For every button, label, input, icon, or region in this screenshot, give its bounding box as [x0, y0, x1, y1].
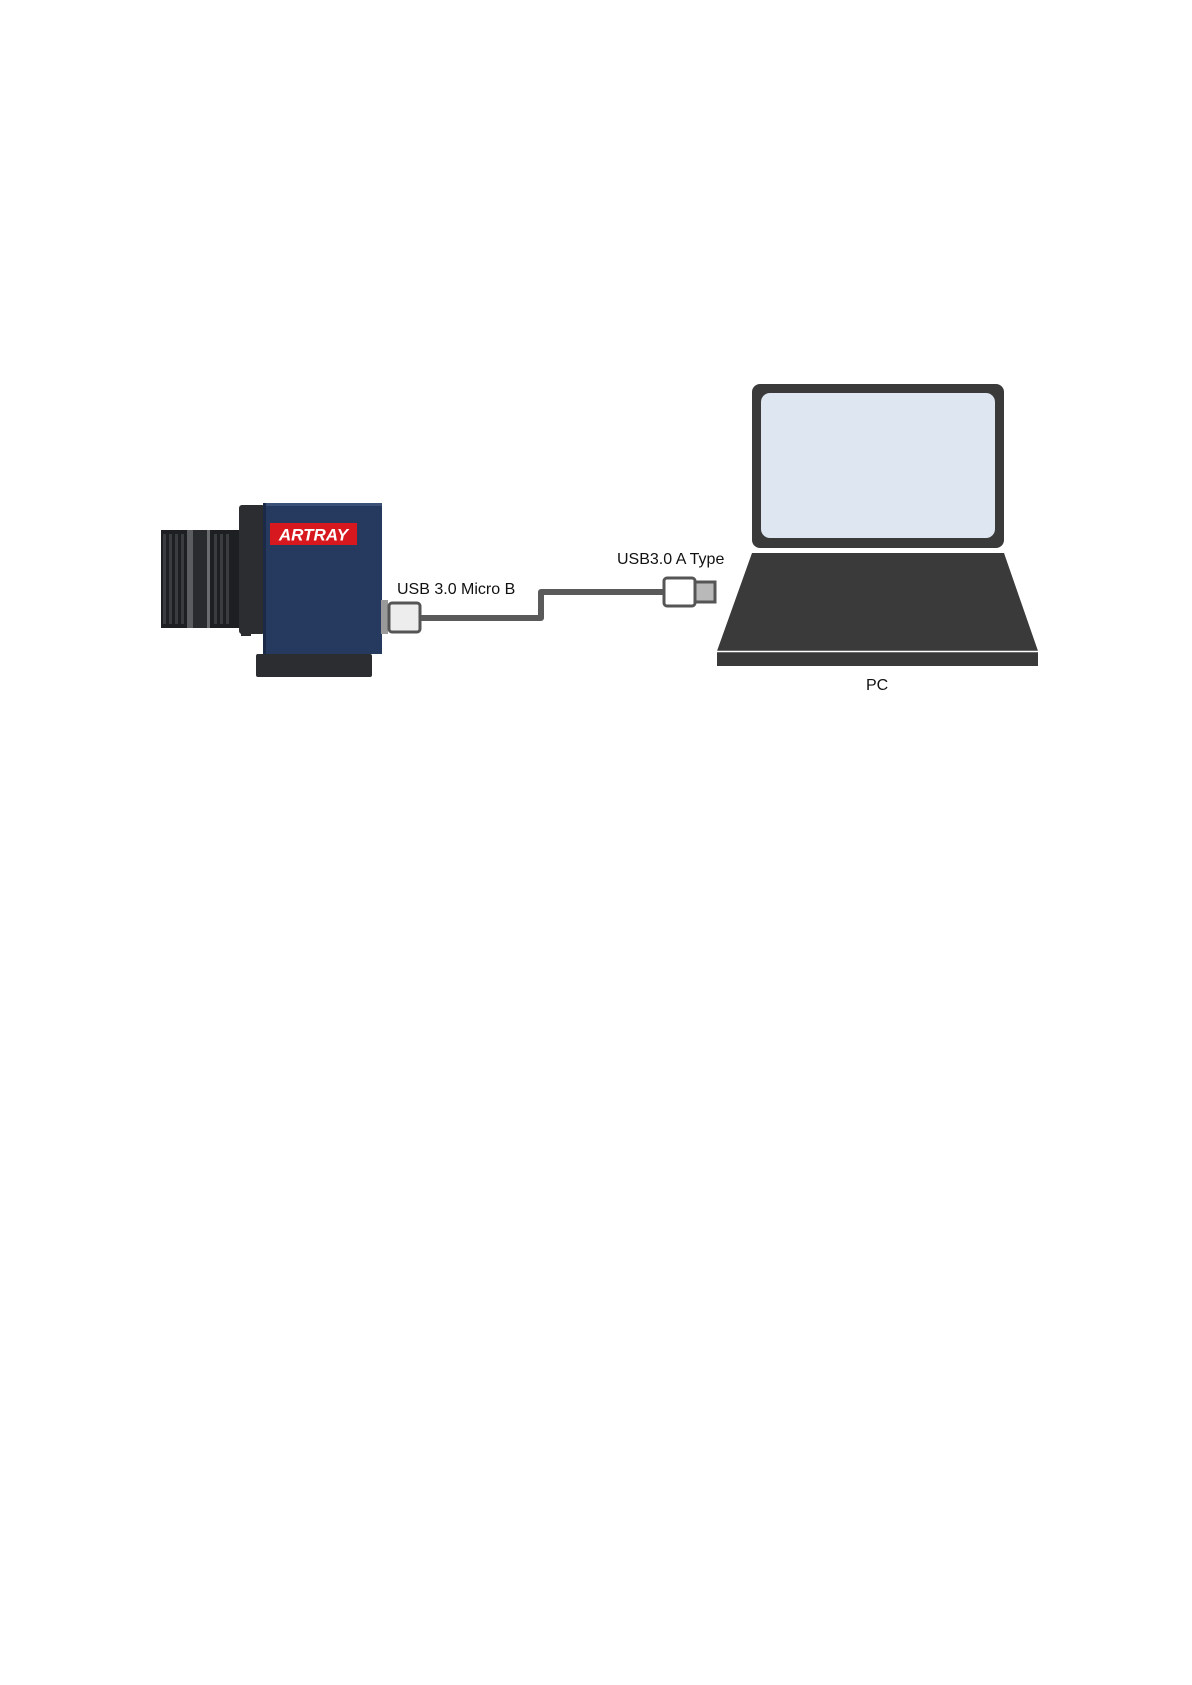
laptop [717, 384, 1038, 666]
camera-usb-port [381, 600, 388, 634]
laptop-base-edge [717, 652, 1038, 666]
laptop-keyboard-deck [717, 553, 1038, 651]
laptop-screen [761, 393, 995, 538]
a-type-label: USB3.0 A Type [617, 551, 724, 568]
camera-mount [239, 505, 265, 634]
camera-lens [161, 522, 251, 636]
camera-base [256, 654, 372, 677]
a-type-connector [664, 578, 695, 606]
camera-brand-text: ARTRAY [278, 526, 350, 545]
micro-b-connector [389, 603, 420, 632]
a-type-plug-tip [695, 582, 715, 602]
micro-b-label: USB 3.0 Micro B [397, 581, 515, 598]
camera: ARTRAY [161, 503, 388, 677]
pc-label: PC [866, 677, 888, 694]
